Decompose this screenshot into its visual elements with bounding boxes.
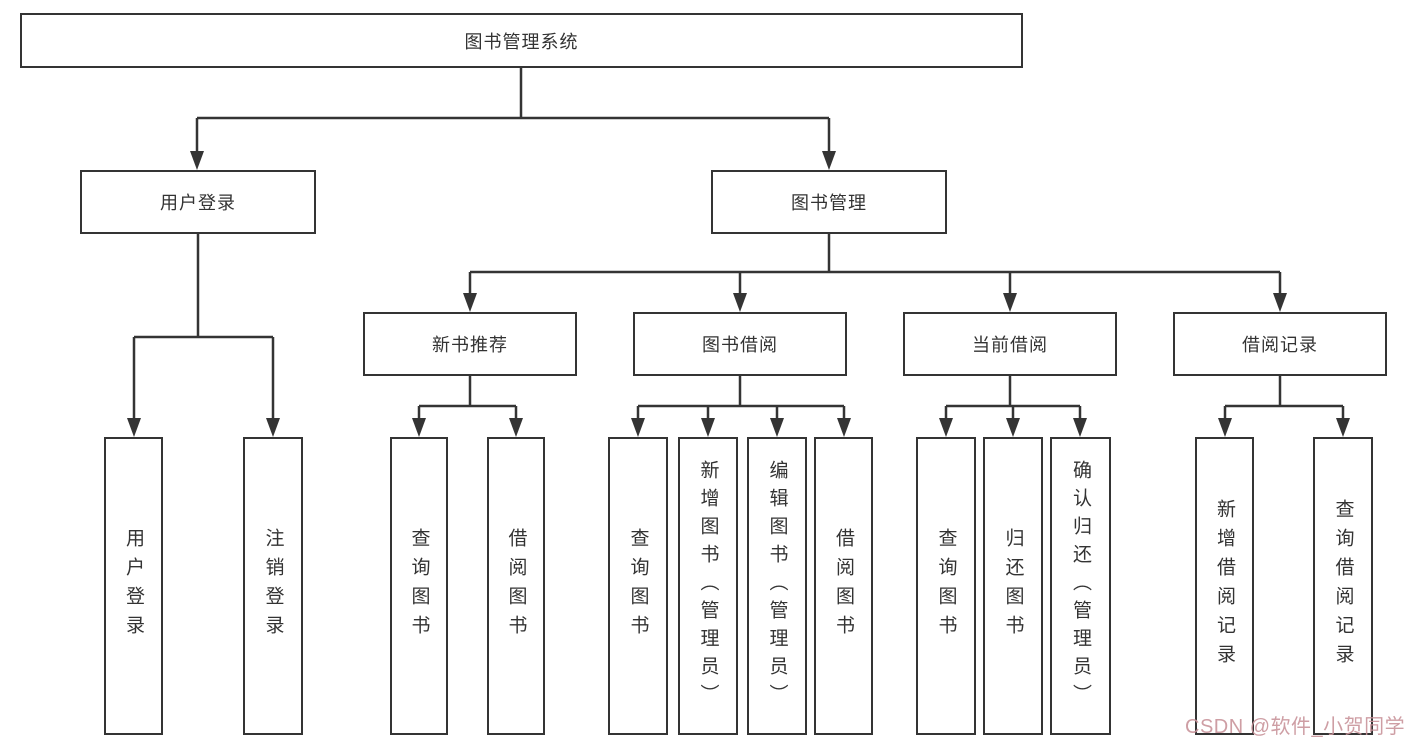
node-label: 当前借阅 — [972, 335, 1048, 355]
leaf-label: 查询图书 — [935, 528, 957, 644]
leaf-add-borrow-record: 新增借阅记录 — [1195, 437, 1254, 735]
node-borrow-records: 借阅记录 — [1173, 312, 1387, 376]
node-book-borrow: 图书借阅 — [633, 312, 847, 376]
leaf-edit-books-admin: 编辑图书（管理员） — [747, 437, 807, 735]
arrowhead — [1273, 293, 1287, 312]
leaf-search-borrow-record: 查询借阅记录 — [1313, 437, 1373, 735]
arrowhead — [733, 293, 747, 312]
connector-borrow-records — [1223, 376, 1345, 420]
arrowhead — [770, 418, 784, 437]
arrowhead — [266, 418, 280, 437]
csdn-watermark: CSDN @软件_小贺同学 — [1185, 716, 1405, 738]
node-label: 图书管理 — [791, 193, 867, 213]
arrowhead — [412, 418, 426, 437]
arrowhead — [127, 418, 141, 437]
connector-current-borrow — [944, 376, 1082, 420]
leaf-label: 确认归还（管理员） — [1070, 460, 1091, 712]
arrowhead — [822, 151, 836, 170]
arrowhead — [631, 418, 645, 437]
leaf-label: 编辑图书（管理员） — [766, 460, 788, 712]
arrowhead — [1003, 293, 1017, 312]
connector-book-borrow — [636, 376, 846, 420]
leaf-user-login: 用户登录 — [104, 437, 163, 735]
arrowhead — [837, 418, 851, 437]
node-label: 借阅记录 — [1242, 335, 1318, 355]
connector-book-management — [468, 234, 1282, 295]
leaf-label: 查询图书 — [408, 528, 430, 644]
leaf-borrow-books: 借阅图书 — [814, 437, 873, 735]
arrowhead — [1218, 418, 1232, 437]
leaf-label: 用户登录 — [123, 528, 144, 644]
node-user-login: 用户登录 — [80, 170, 316, 234]
node-label: 新书推荐 — [432, 335, 508, 355]
node-book-management: 图书管理 — [711, 170, 947, 234]
leaf-label: 新增借阅记录 — [1214, 499, 1235, 673]
leaf-label: 注销登录 — [262, 528, 284, 644]
leaf-confirm-return-admin: 确认归还（管理员） — [1050, 437, 1111, 735]
arrowhead — [1073, 418, 1087, 437]
node-new-book-recommend: 新书推荐 — [363, 312, 577, 376]
node-label: 图书借阅 — [702, 335, 778, 355]
arrowhead — [701, 418, 715, 437]
leaf-add-books-admin: 新增图书（管理员） — [678, 437, 738, 735]
node-root-label: 图书管理系统 — [464, 31, 579, 52]
leaf-label: 归还图书 — [1002, 528, 1024, 644]
connector-new-book-recommend — [417, 376, 518, 420]
leaf-label: 借阅图书 — [833, 528, 854, 644]
arrowhead — [463, 293, 477, 312]
node-root-system: 图书管理系统 — [20, 13, 1023, 68]
leaf-label: 查询借阅记录 — [1332, 499, 1354, 673]
leaf-label: 查询图书 — [627, 528, 649, 644]
leaf-search-books: 查询图书 — [916, 437, 976, 735]
leaf-search-books: 查询图书 — [608, 437, 668, 735]
arrowhead — [1006, 418, 1020, 437]
leaf-search-books: 查询图书 — [390, 437, 448, 735]
arrowhead — [190, 151, 204, 170]
leaf-label: 借阅图书 — [505, 528, 527, 644]
node-label: 用户登录 — [160, 193, 236, 213]
arrowhead — [509, 418, 523, 437]
leaf-label: 新增图书（管理员） — [697, 460, 719, 712]
leaf-return-books: 归还图书 — [983, 437, 1043, 735]
arrowhead — [939, 418, 953, 437]
leaf-borrow-books: 借阅图书 — [487, 437, 545, 735]
node-current-borrow: 当前借阅 — [903, 312, 1117, 376]
arrowhead — [1336, 418, 1350, 437]
leaf-logout: 注销登录 — [243, 437, 303, 735]
connector-root — [195, 68, 831, 153]
connector-user-login — [132, 234, 275, 420]
